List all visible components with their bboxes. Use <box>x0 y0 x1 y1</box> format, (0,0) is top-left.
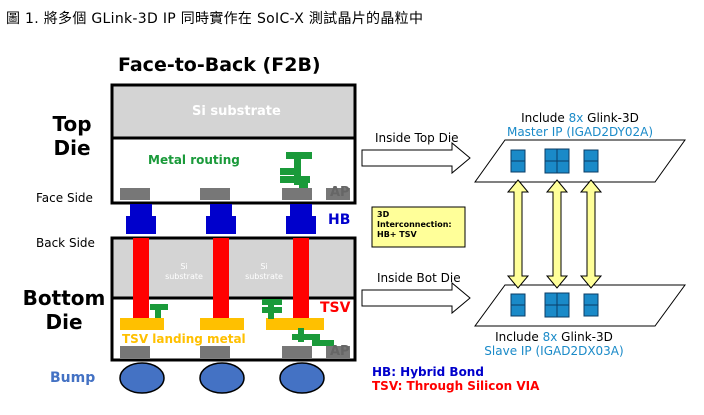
bottom-metal-routing <box>150 299 334 346</box>
metal-routing-shape <box>280 152 312 188</box>
inside-bot-die-label: Inside Bot Die <box>377 271 461 285</box>
top-ip-line2: Master IP (IGAD2DY02A) <box>506 125 654 139</box>
bot-ip-line1: Include 8x Glink-3D <box>474 330 634 344</box>
top-die <box>110 83 357 205</box>
bottom-die-label: Bottom Die <box>22 286 106 334</box>
top-die-label: Top Die <box>52 112 92 160</box>
back-side-label: Back Side <box>36 236 95 250</box>
bot-ip-count: 8x <box>542 330 558 344</box>
top-si-substrate <box>110 83 357 140</box>
top-ip-count: 8x <box>568 111 584 125</box>
ap-label-top: AP <box>330 185 350 200</box>
tsv-landing-metal-label: TSV landing metal <box>122 332 246 346</box>
tsv-label: TSV <box>320 300 351 316</box>
interconnect-note-box <box>371 206 466 248</box>
bot-ip-include: Include <box>495 330 543 344</box>
bottom-ap-pads <box>120 346 350 358</box>
hybrid-bonds <box>126 204 316 234</box>
diagram-title: Face-to-Back (F2B) <box>118 54 321 76</box>
bot-ip-name: Glink-3D <box>557 330 613 344</box>
interconnect-note: 3D Interconnection: HB+ TSV <box>377 210 452 239</box>
figure-caption: 圖 1. 將多個 GLink-3D IP 同時實作在 SoIC-X 測試晶片的晶… <box>6 11 424 27</box>
si-substrate-top-label: Si substrate <box>192 104 281 119</box>
si-substrate-small-label-1: Si substrate <box>165 262 203 281</box>
bot-ip-line2: Slave IP (IGAD2DX03A) <box>484 344 624 358</box>
si-substrate-small-label-2: Si substrate <box>245 262 283 281</box>
bottom-die <box>110 236 357 362</box>
tsv-columns <box>133 238 309 320</box>
yellow-double-arrows <box>506 179 603 289</box>
ap-label-bottom: AP <box>330 344 350 359</box>
top-metal-layer <box>110 136 357 205</box>
hb-label: HB <box>328 212 351 228</box>
legend-hb: HB: Hybrid Bond <box>372 365 484 379</box>
top-ip-name: Glink-3D <box>583 111 639 125</box>
legend-tsv: TSV: Through Silicon VIA <box>372 379 540 393</box>
inside-top-die-arrow <box>361 141 471 175</box>
bottom-ip-blocks <box>510 292 599 318</box>
top-ip-line1: Include 8x Glink-3D <box>500 111 660 125</box>
tsv-landing-metal-pads <box>120 318 324 330</box>
top-ip-blocks <box>510 148 599 174</box>
inside-top-die-label: Inside Top Die <box>375 131 459 145</box>
bottom-plane <box>474 284 686 327</box>
inside-bot-die-arrow <box>361 281 471 315</box>
top-ip-include: Include <box>521 111 569 125</box>
metal-routing-label: Metal routing <box>148 153 240 167</box>
face-side-label: Face Side <box>36 191 93 205</box>
top-ap-pads <box>120 188 350 200</box>
bump-label: Bump <box>50 370 96 386</box>
bottom-si-substrate <box>110 236 357 300</box>
top-plane <box>474 139 686 183</box>
bumps <box>119 362 325 394</box>
